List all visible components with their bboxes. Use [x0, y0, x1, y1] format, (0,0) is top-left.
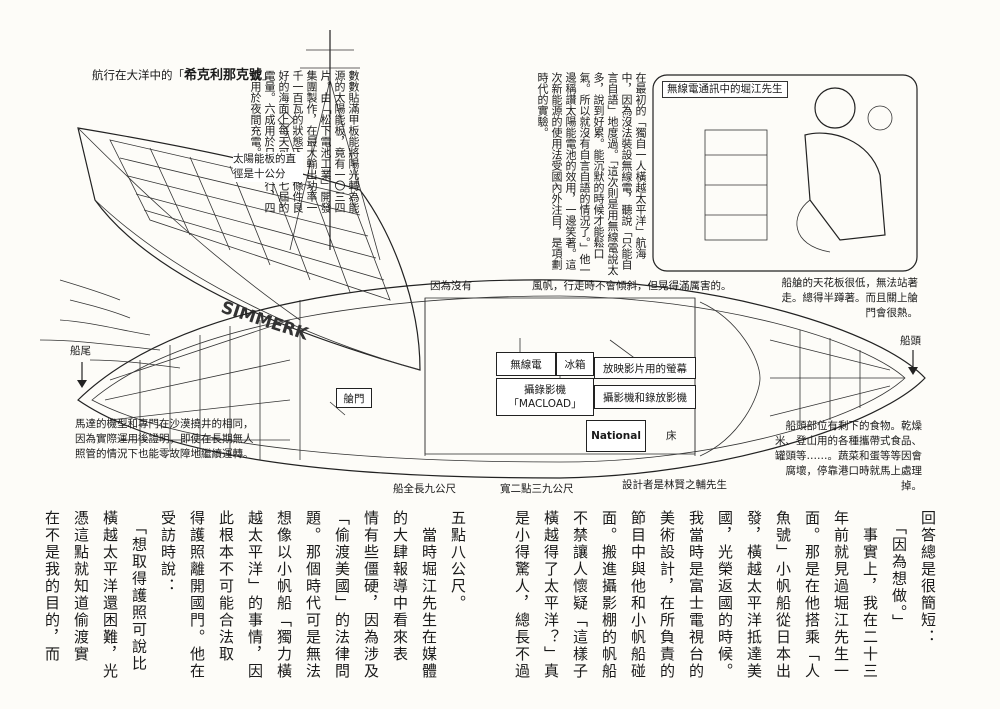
right-col-12: 不禁讓人懷疑「這樣子 [571, 510, 589, 680]
left-col-1: 當時堀江先生在媒體 [420, 510, 438, 680]
left-col-5: 題。那個時代可是無法 [304, 510, 322, 680]
left-col-4: 「偷渡美國」的法律問 [333, 510, 351, 680]
right-col-2: 事實上，我在二十三 [861, 510, 879, 680]
monitor-label: 放映影片用的螢幕 [603, 362, 687, 375]
fridge-box: 冰箱 [556, 352, 594, 376]
bow-label: 船頭 [900, 335, 921, 347]
camera-box: 攝錄影機 「MACLOAD」 [496, 378, 594, 416]
radio-paragraph: 在最初的「獨自一人橫越太平洋」航海中，因為沒法裝設無線電，聽說「只能自言自語」地… [536, 72, 647, 276]
top-note-part2: 風帆，行走時不會傾斜，但晃得滿厲害的。 [532, 280, 732, 292]
national-label-box: National [586, 420, 646, 452]
left-col-3: 情有些僵硬，因為涉及 [362, 510, 380, 680]
fridge-label: 冰箱 [564, 358, 586, 371]
stern-label: 船尾 [70, 345, 91, 357]
right-col-3: 年前就見過堀江先生一 [832, 510, 850, 680]
width-label: 寬二點三九公尺 [500, 483, 574, 495]
radio-operator-drawing [704, 87, 893, 253]
length-label: 船全長九公尺 [393, 483, 456, 495]
video-player-label: 攝影機和錄放影機 [603, 391, 687, 404]
body-text-left: 五點八公尺。 當時堀江先生在媒體 的大肆報導中看來表 情有些僵硬，因為涉及 「偷… [37, 510, 472, 700]
right-col-1: 「因為想做。」 [890, 510, 908, 631]
video-player-box: 攝影機和錄放影機 [594, 385, 696, 409]
title-boat-name: 希克利那克號 [184, 68, 263, 83]
left-col-6: 想像以小帆船「獨力橫 [275, 510, 293, 680]
left-col-7: 越太平洋」的事情，因 [246, 510, 264, 680]
left-col-8: 此根本不可能合法取 [217, 510, 235, 663]
radio-box: 無線電 [496, 352, 556, 376]
right-col-9: 美術設計，在所負責的 [658, 510, 676, 680]
national-brand-label: National [591, 430, 641, 442]
left-col-2: 的大肆報導中看來表 [391, 510, 409, 663]
boat-name-painted: SIMMERK [218, 298, 311, 345]
hatch-label: 艙門 [343, 392, 365, 405]
left-col-14: 在不是我的目的，而 [43, 510, 61, 663]
left-col-11: 「想取得護照可說比 [130, 510, 148, 673]
hatch-box: 艙門 [336, 388, 372, 408]
right-col-8: 我當時是富士電視台的 [687, 510, 705, 680]
right-col-0: 回答總是很簡短： [919, 510, 937, 646]
ceiling-note: 船艙的天花板很低，無法站著走。總得半蹲著。而且關上艙門會很熱。 [781, 277, 919, 319]
left-col-10: 受訪時說： [159, 510, 177, 595]
title-prefix: 航行在大洋中的「 [92, 68, 184, 82]
monitor-box: 放映影片用的螢幕 [594, 357, 696, 379]
right-col-6: 發，橫越太平洋抵達美 [745, 510, 763, 680]
solar-panel-paragraph: 數數貼滿甲板能將陽光轉為能源的太陽能板，竟有一〇三四片。由「松下電池工業」開發集… [249, 70, 360, 213]
solar-diameter-label: 太陽能板的直徑是十公分 [233, 152, 303, 182]
right-col-5: 魚號」小帆船從日本出 [774, 510, 792, 680]
motor-note: 馬達的機型和專門在沙漠撓井的相同，因為實際運用後證明，即使在長期無人照管的情況下… [75, 418, 254, 460]
left-col-9: 得護照離開國門。他在 [188, 510, 206, 680]
cross-section-hull [77, 279, 926, 479]
top-note-part1: 因為沒有 [430, 280, 472, 292]
right-col-11: 面。搬進攝影棚的帆船 [600, 510, 618, 680]
right-col-7: 國，光榮返國的時候。 [716, 510, 734, 680]
right-col-10: 節目中與他和小帆船碰 [629, 510, 647, 680]
left-col-0: 五點八公尺。 [449, 510, 467, 612]
body-text-right: 回答總是很簡短： 「因為想做。」 事實上，我在二十三 年前就見過堀江先生一 面。… [507, 510, 942, 700]
right-col-14: 是小得驚人，總長不過 [513, 510, 531, 680]
radio-photo-frame [652, 74, 918, 272]
food-note: 船頭部位有剩下的食物。乾燥米、登山用的各種攜帶式食品、罐頭等……。蔬菜和蛋等等因… [775, 420, 922, 492]
right-col-4: 面。那是在他搭乘「人 [803, 510, 821, 680]
title-suffix: 」 [262, 68, 274, 82]
designer-label: 設計者是林賢之輔先生 [622, 479, 727, 491]
radio-photo-caption: 無線電通訊中的堀江先生 [662, 81, 788, 98]
water-wake [39, 279, 181, 369]
left-col-13: 憑這點就知道偷渡實 [72, 510, 90, 663]
camera-label: 攝錄影機 [524, 384, 566, 396]
radio-label: 無線電 [510, 358, 542, 371]
right-col-13: 橫越得了太平洋？」真 [542, 510, 560, 680]
bed-label: 床 [666, 430, 677, 442]
left-col-12: 橫越太平洋還困難，光 [101, 510, 119, 680]
camera-brand-label: 「MACLOAD」 [508, 398, 582, 410]
boat-title: 航行在大洋中的「希克利那克號」 [92, 68, 274, 83]
